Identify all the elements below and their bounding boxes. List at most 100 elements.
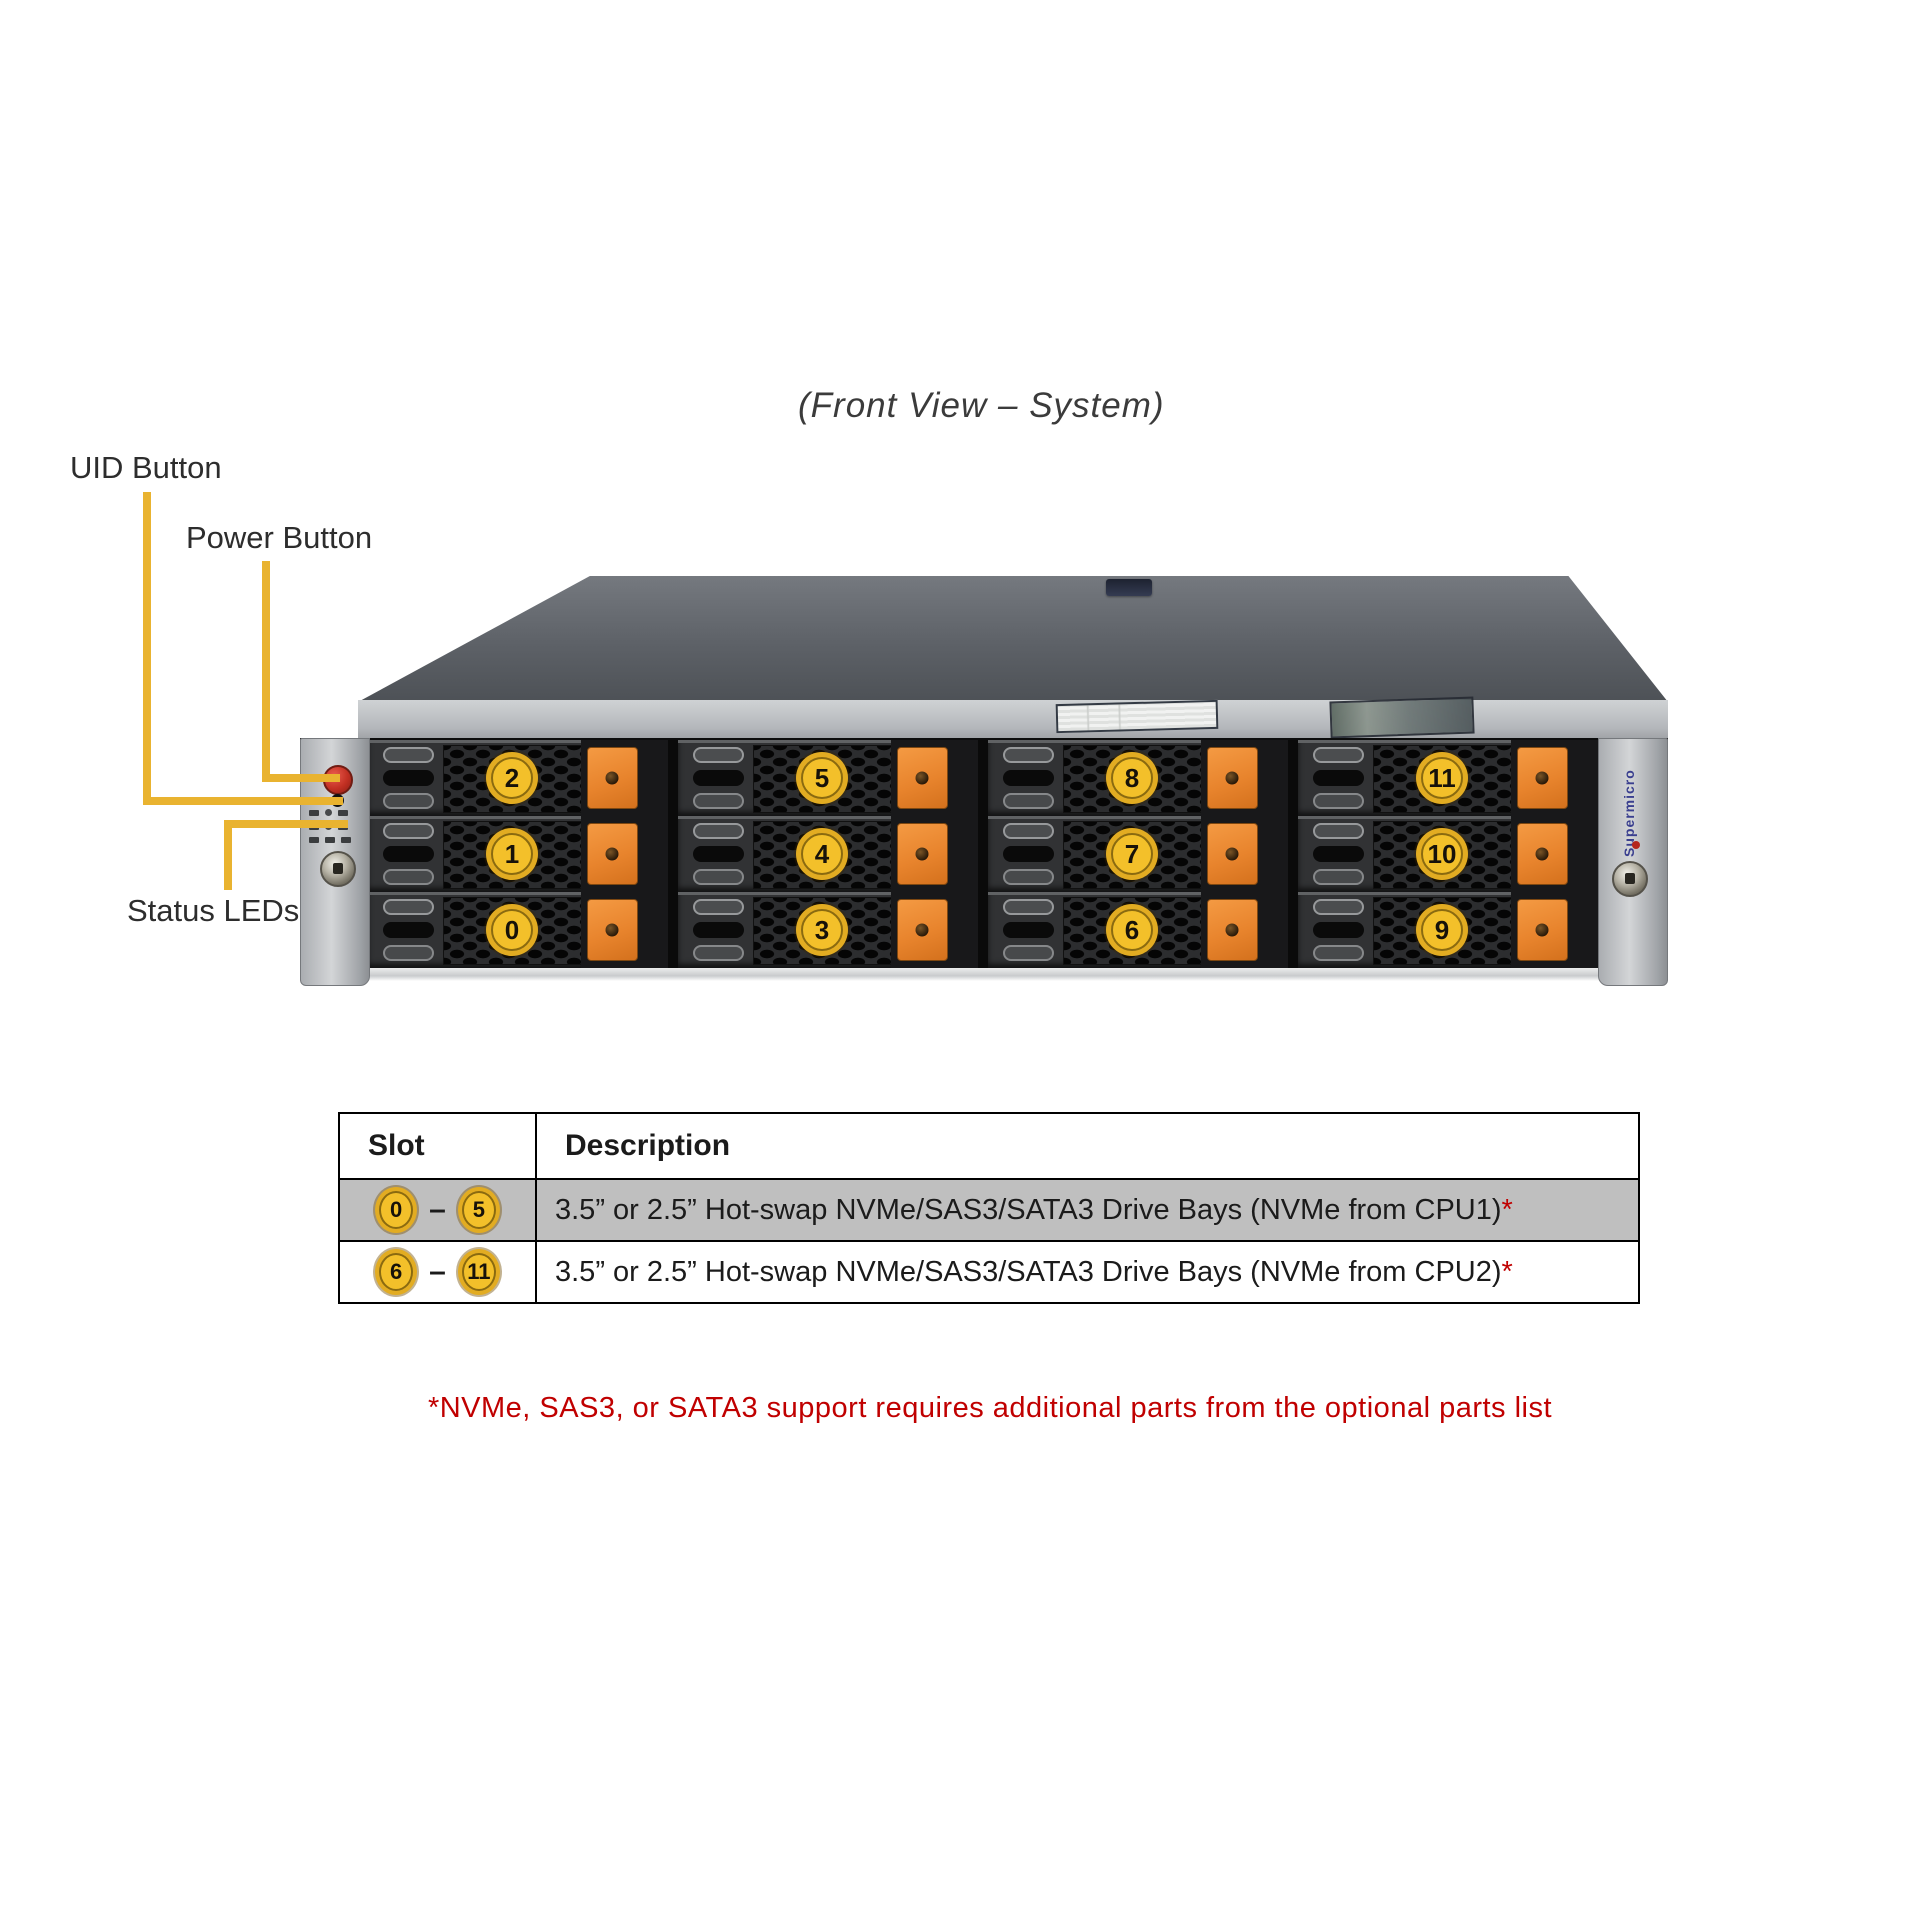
bay-number-badge: 6 [1111,909,1153,951]
table-row: 6–11 3.5” or 2.5” Hot-swap NVMe/SAS3/SAT… [338,1240,1640,1304]
latch-housing [891,816,978,892]
drive-bay-column: 8 7 6 [988,740,1288,968]
status-leds-callout-line [224,820,348,828]
tray-handle-slot [693,945,744,962]
tray-vent-mesh [1373,745,1513,813]
latch-screw-icon [605,847,619,861]
tray-handle-slot [1003,898,1054,915]
tray-handle-slot [1003,921,1054,939]
slot-badge: 5 [461,1191,496,1229]
tray-release-latch [1517,822,1568,886]
tray-release-latch [897,822,948,886]
tray-vent-mesh [1063,745,1203,813]
tray-handle-slot [693,793,744,810]
drive-bay: 3 [678,892,978,968]
latch-screw-icon [915,923,929,937]
slot-column-header: Slot [338,1112,537,1180]
drive-bay: 9 [1298,892,1598,968]
footnote-marker: * [1501,1255,1513,1288]
tray-release-latch [587,898,638,962]
latch-housing [1201,816,1288,892]
tray-handle-slot [693,769,744,787]
drive-bay-column: 5 4 3 [678,740,978,968]
status-leds-label: Status LEDs [127,893,300,928]
drive-bay: 4 [678,816,978,892]
tray-handle-slot [1003,769,1054,787]
bay-number-badge: 9 [1421,909,1463,951]
status-leds-callout-line [224,820,232,890]
tray-handle-slot [383,793,434,810]
bay-number-badge: 4 [801,833,843,875]
tray-vent-mesh [443,745,583,813]
tray-handle-slot [1003,746,1054,763]
description-cell: 3.5” or 2.5” Hot-swap NVMe/SAS3/SATA3 Dr… [535,1178,1640,1242]
drive-bay: 8 [988,740,1288,816]
slot-range-cell: 0–5 [338,1178,537,1242]
tray-handle-slot [1003,845,1054,863]
power-callout-line [262,561,270,782]
chassis-front-face [300,738,1668,970]
tray-vent-mesh [1063,821,1203,889]
power-callout-line [262,774,340,782]
latch-screw-icon [915,771,929,785]
keylock-icon [1612,861,1648,897]
tray-handle-slot [1313,898,1364,915]
tray-handle-slot [383,746,434,763]
tray-handle-slot [1313,945,1364,962]
slot-badge: 11 [461,1253,496,1291]
tray-handle-slot [693,845,744,863]
latch-housing [581,816,668,892]
drive-bay: 7 [988,816,1288,892]
tray-handle-slot [1313,769,1364,787]
tray-vent-mesh [753,745,893,813]
latch-screw-icon [1535,771,1549,785]
status-leds-icon [309,809,363,853]
latch-housing [581,892,668,968]
description-column-header: Description [535,1112,1640,1180]
tray-vent-mesh [1063,897,1203,965]
drive-bay: 1 [368,816,668,892]
tray-release-latch [1517,898,1568,962]
tray-release-latch [1517,746,1568,810]
tray-release-latch [587,746,638,810]
tray-handle-slot [1003,869,1054,886]
tray-handle-slot [383,822,434,839]
logo-red-dot-icon [1632,841,1640,849]
bay-number-badge: 8 [1111,757,1153,799]
tray-handle-slot [383,845,434,863]
bay-number-badge: 11 [1421,757,1463,799]
latch-housing [581,740,668,816]
tray-handle-slot [1313,869,1364,886]
chassis-top-cover [358,576,1668,702]
latch-screw-icon [1225,847,1239,861]
tray-release-latch [1207,822,1258,886]
tray-handle-slot [1313,921,1364,939]
slot-range-cell: 6–11 [338,1240,537,1304]
table-row: 0–5 3.5” or 2.5” Hot-swap NVMe/SAS3/SATA… [338,1178,1640,1242]
bay-number-badge: 3 [801,909,843,951]
bay-number-badge: 5 [801,757,843,799]
latch-housing [1511,740,1598,816]
footnote-text: *NVMe, SAS3, or SATA3 support requires a… [427,1392,1553,1424]
latch-screw-icon [605,923,619,937]
drive-bay: 0 [368,892,668,968]
tray-vent-mesh [443,897,583,965]
tray-handle-slot [1313,845,1364,863]
figure-title: (Front View – System) [798,386,1165,425]
latch-housing [1201,892,1288,968]
tray-vent-mesh [1373,821,1513,889]
description-text: 3.5” or 2.5” Hot-swap NVMe/SAS3/SATA3 Dr… [555,1193,1502,1226]
chassis-front-lip [358,700,1668,743]
brand-ear: Supermicro [1598,738,1668,986]
tray-vent-mesh [753,897,893,965]
tray-handle-slot [693,746,744,763]
latch-screw-icon [915,847,929,861]
tray-handle-slot [383,921,434,939]
tray-handle-slot [693,921,744,939]
latch-screw-icon [1535,923,1549,937]
latch-housing [891,892,978,968]
tray-release-latch [897,898,948,962]
bay-number-badge: 7 [1111,833,1153,875]
